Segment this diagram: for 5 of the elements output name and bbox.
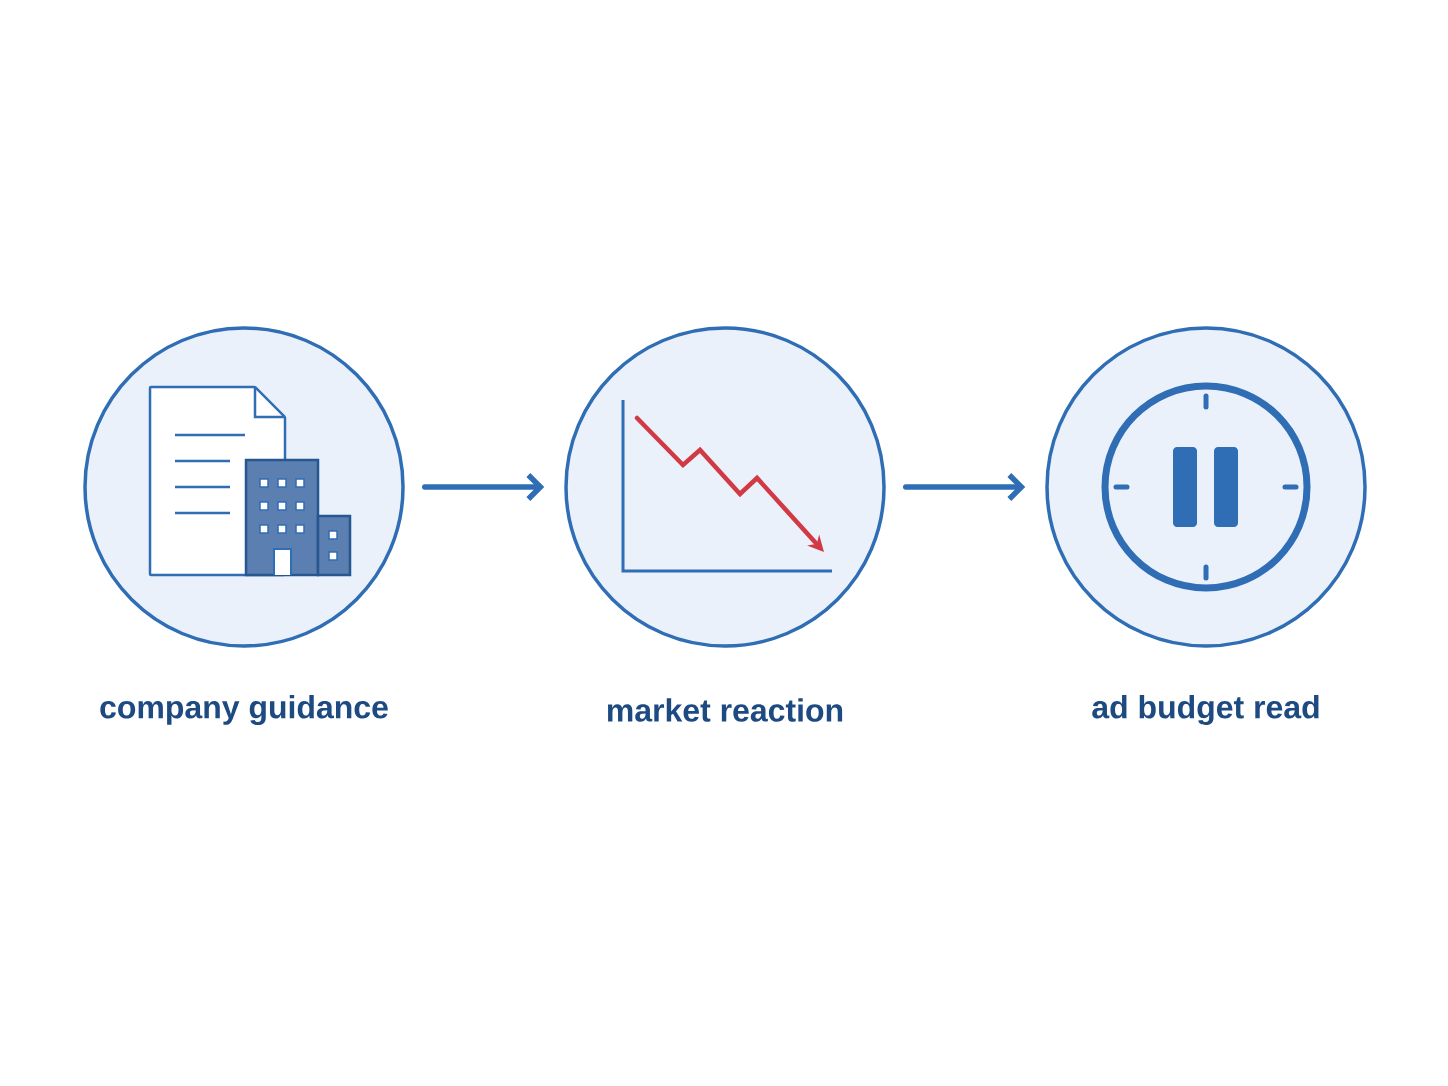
node-label: ad budget read	[1092, 695, 1319, 725]
node-label: company guidance	[100, 695, 388, 725]
arrow	[903, 473, 1026, 501]
arrow	[422, 473, 545, 501]
node-label: market reaction	[607, 698, 843, 722]
